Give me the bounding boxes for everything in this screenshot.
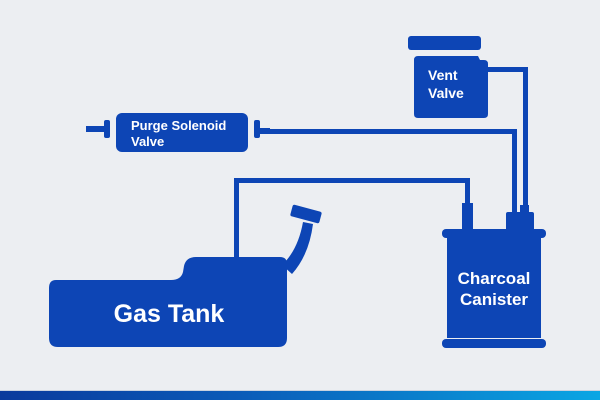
purge-inlet-stub [86, 126, 106, 132]
purge-line [265, 129, 517, 214]
purge-valve-label-line1: Purge Solenoid [131, 118, 226, 133]
canister-inlet-fitting [462, 203, 473, 231]
canister-label-line1: Charcoal [458, 269, 531, 288]
gas-tank-body [49, 257, 287, 347]
filler-neck [282, 222, 313, 274]
purge-valve-body [116, 113, 248, 152]
bottom-divider [0, 390, 600, 391]
canister-vent-fitting [520, 205, 529, 215]
canister-bottom-cap [442, 339, 546, 348]
vent-valve-label-line1: Vent [428, 67, 458, 83]
canister-body [447, 238, 541, 338]
vent-valve-cap [408, 36, 481, 50]
vent-valve[interactable]: Vent Valve [408, 36, 488, 118]
filler-cap [290, 204, 322, 224]
tank-vapor-line [234, 178, 470, 260]
gas-tank-label: Gas Tank [114, 300, 225, 328]
charcoal-canister[interactable]: Charcoal Canister [442, 229, 546, 348]
vent-valve-label-line2: Valve [428, 85, 464, 101]
purge-inlet-flange [104, 120, 110, 138]
canister-label-line2: Canister [460, 290, 528, 309]
canister-outlet-fitting [506, 212, 534, 231]
gas-tank[interactable]: Gas Tank [49, 204, 322, 347]
vent-line [488, 67, 528, 214]
vent-valve-body [414, 56, 488, 118]
canister-top-cap [442, 229, 546, 238]
bottom-gradient-bar [0, 391, 600, 400]
purge-valve-label-line2: Valve [131, 134, 164, 149]
purge-solenoid-valve[interactable]: Purge Solenoid Valve [86, 113, 270, 152]
purge-outlet-stub [258, 128, 270, 134]
